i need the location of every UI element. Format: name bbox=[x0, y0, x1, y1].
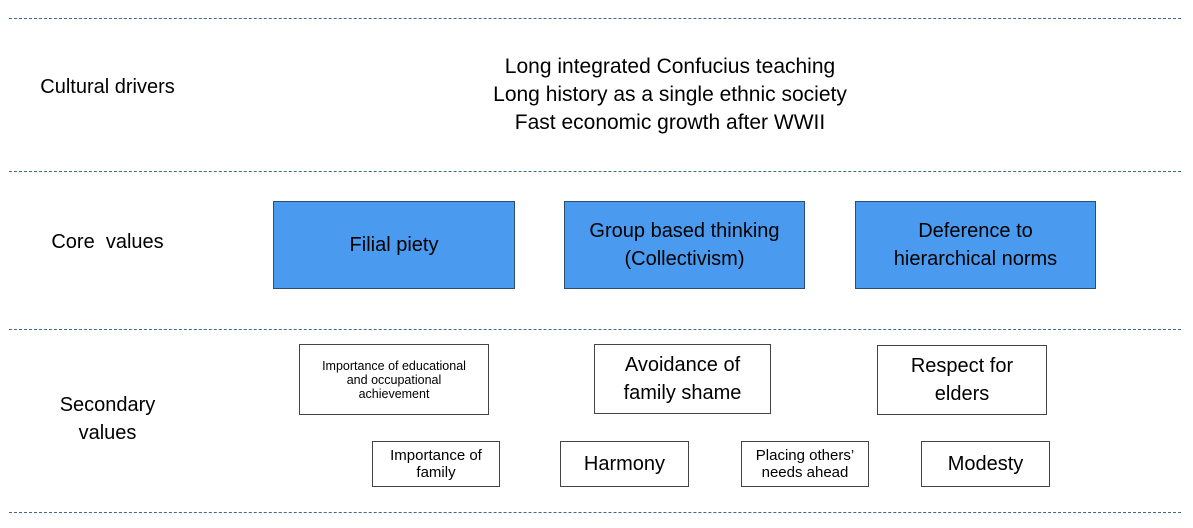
secondary-value-label: Importance of educational and occupation… bbox=[322, 358, 466, 401]
core-value-label: Deference to hierarchical norms bbox=[893, 220, 1058, 270]
secondary-value-label: Placing others’ needs ahead bbox=[755, 447, 855, 481]
core-value-label: Group based thinking (Collectivism) bbox=[589, 220, 780, 270]
secondary-value-placing-others-needs: Placing others’ needs ahead bbox=[741, 441, 869, 487]
driver-confucius: Long integrated Confucius teaching bbox=[504, 55, 836, 78]
divider-core-secondary bbox=[9, 329, 1181, 330]
driver-single-ethnic-society: Long history as a single ethnic society bbox=[493, 83, 847, 106]
secondary-value-label: Respect for elders bbox=[910, 355, 1014, 405]
secondary-value-label: Importance of family bbox=[390, 447, 482, 481]
secondary-value-label: Harmony bbox=[583, 453, 666, 475]
core-value-filial-piety: Filial piety bbox=[273, 201, 515, 289]
divider-bottom bbox=[9, 512, 1181, 513]
row-label-core-values: Core values bbox=[51, 231, 164, 253]
secondary-value-family-shame: Avoidance of family shame bbox=[594, 344, 771, 414]
secondary-value-importance-family: Importance of family bbox=[372, 441, 500, 487]
secondary-value-respect-elders: Respect for elders bbox=[877, 345, 1047, 415]
cultural-drivers-list: Long integrated Confucius teaching Long … bbox=[430, 53, 910, 137]
core-value-group-thinking: Group based thinking (Collectivism) bbox=[564, 201, 805, 289]
secondary-value-educational-achievement: Importance of educational and occupation… bbox=[299, 344, 489, 415]
secondary-value-label: Modesty bbox=[947, 453, 1024, 475]
core-value-hierarchical-norms: Deference to hierarchical norms bbox=[855, 201, 1096, 289]
core-value-label: Filial piety bbox=[349, 234, 439, 256]
divider-drivers-core bbox=[9, 171, 1181, 172]
driver-economic-growth: Fast economic growth after WWII bbox=[514, 111, 826, 134]
secondary-value-modesty: Modesty bbox=[921, 441, 1050, 487]
divider-top bbox=[9, 18, 1181, 19]
row-label-cultural-drivers: Cultural drivers bbox=[40, 76, 175, 98]
secondary-value-harmony: Harmony bbox=[560, 441, 689, 487]
secondary-value-label: Avoidance of family shame bbox=[623, 354, 742, 404]
row-label-secondary-values: Secondary values bbox=[59, 394, 156, 444]
